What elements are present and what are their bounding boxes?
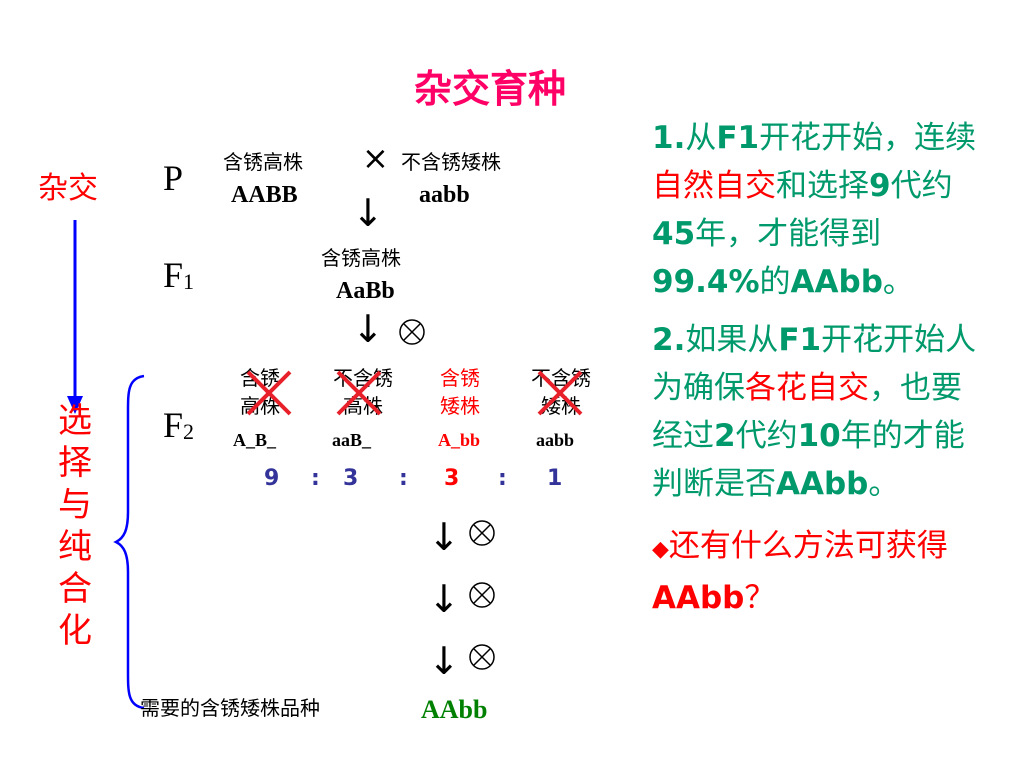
ratio-value-2: 3 [343,466,359,491]
ratio-value-4: 1 [547,466,563,491]
eliminated-mark-icon [336,370,382,416]
ratio-separator: : [311,466,320,491]
f1-geno: AaBb [336,278,395,304]
eliminated-mark-icon [246,370,292,416]
final-geno: AAbb [421,695,488,724]
gen-label-f1: F1 [163,255,195,295]
parent-left-geno: AABB [231,182,298,208]
arrow-down-icon: ↓ [352,307,384,351]
cross-symbol: × [362,139,389,177]
ratio-value-1: 9 [264,466,280,491]
gen-label-p: P [163,158,184,198]
f1-pheno: 含锈高株 [321,246,401,270]
gen-label-f2: F2 [163,405,195,445]
arrow-down-icon: ↓ [428,639,460,683]
explanation-point-1: 1.从F1开花开始，连续自然自交和选择9代约45年，才能得到99.4%的AAbb… [652,120,977,300]
process-arrow [67,220,83,414]
ratio-value-3: 3 [444,466,460,491]
explanation-panel: 1.从F1开花开始，连续自然自交和选择9代约45年，才能得到99.4%的AAbb… [652,114,982,622]
final-label: 需要的含锈矮株品种 [140,696,320,720]
f2-pheno-1: 含锈高株 [240,366,280,418]
arrow-down-icon: ↓ [428,515,460,559]
parent-right-pheno: 不含锈矮株 [401,150,501,174]
selection-label: 选 择 与 纯 合 化 [58,401,92,651]
f2-geno-1: A_B_ [233,430,277,450]
self-cross-icon [399,319,425,345]
f2-geno-2: aaB_ [332,430,372,450]
slide-title: 杂交育种 [413,67,566,111]
f2-pheno-3: 含锈矮株 [440,366,480,418]
self-cross-icon [469,582,495,608]
parent-right-geno: aabb [419,182,470,208]
f2-geno-3: A_bb [438,430,481,450]
arrow-down-icon: ↓ [428,577,460,621]
self-cross-icon [469,644,495,670]
parent-left-pheno: 含锈高株 [223,150,303,174]
explanation-question: ◆还有什么方法可获得AAbb？ [652,528,948,616]
self-cross-icon [469,520,495,546]
brace-icon [113,374,145,710]
ratio-separator: : [498,466,507,491]
explanation-point-2: 2.如果从F1开花开始人为确保各花自交，也要经过2代约10年的才能判断是否AAb… [652,322,977,502]
diamond-bullet-icon: ◆ [652,537,669,562]
hybrid-label: 杂交 [38,171,98,206]
f2-geno-4: aabb [536,430,575,450]
arrow-down-icon: ↓ [352,191,384,235]
eliminated-mark-icon [537,370,583,416]
ratio-separator: : [399,466,408,491]
